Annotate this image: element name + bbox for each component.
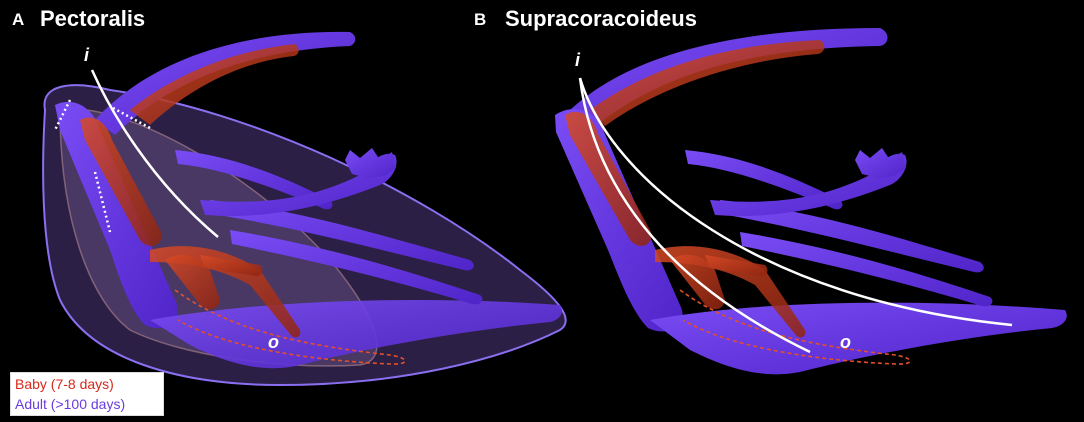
supracoracoideus-line-baby: [578, 77, 811, 354]
baby-furcula-a: [130, 44, 299, 125]
adult-rib-a-2: [230, 230, 483, 305]
adult-rib-b-1: [720, 200, 984, 273]
panel-b-insertion-mark: i: [575, 50, 581, 70]
adult-vertebra-a: [345, 148, 396, 178]
baby-furcula-b: [590, 40, 825, 126]
muscle-fascicle-dots-1: [53, 99, 72, 131]
panel-b-title: Supracoracoideus: [505, 6, 697, 31]
adult-sternum-a: [150, 300, 562, 369]
adult-sternum-b: [650, 302, 1067, 375]
baby-keel-outline-a: [174, 289, 406, 365]
panel-a-title: Pectoralis: [40, 6, 146, 31]
adult-vertebra-b: [855, 148, 906, 178]
muscle-fascicle-dots-3: [93, 171, 112, 233]
legend-baby-label: Baby (7-8 days): [15, 376, 114, 392]
panel-a-insertion-mark: i: [84, 45, 90, 65]
baby-coracoid-a: [80, 117, 162, 246]
legend-adult-label: Adult (>100 days): [15, 396, 126, 412]
pectoralis-line-of-action: [90, 69, 219, 238]
baby-bone-a-1: [165, 254, 220, 310]
adult-rib-a-1: [210, 200, 474, 271]
panel-b-skeleton: [555, 28, 1067, 375]
baby-bone-a-2: [200, 255, 263, 276]
adult-rib-b-2: [740, 232, 993, 307]
adult-rib-b-3: [685, 150, 843, 210]
adult-coracoid-a: [55, 101, 178, 329]
baby-coracoid-b: [565, 111, 652, 246]
panel-a-letter: A: [12, 10, 25, 29]
legend-box: Baby (7-8 days) Adult (>100 days): [10, 372, 164, 416]
supracoracoideus-line-adult: [578, 77, 1013, 327]
panel-b-letter: B: [474, 10, 487, 29]
panel-a-origin-mark: o: [268, 332, 279, 352]
adult-rib-a-3: [175, 150, 333, 210]
panel-a-skeleton: [42, 31, 567, 387]
muscle-fascicle-dots-2: [112, 106, 151, 130]
baby-keel-outline-b: [679, 289, 911, 365]
panel-b-origin-mark: o: [840, 332, 851, 352]
baby-bone-b-2: [705, 255, 768, 276]
